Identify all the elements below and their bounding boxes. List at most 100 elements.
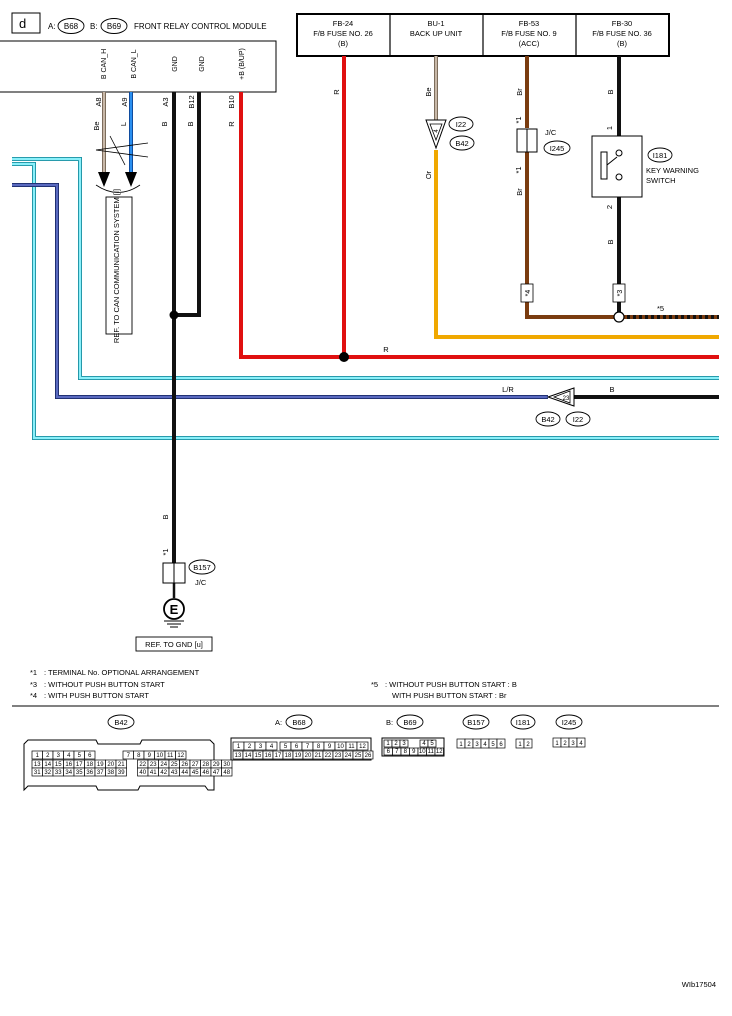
connector-pin-number: 23 <box>335 753 342 759</box>
connector-pin-number: 30 <box>223 762 230 768</box>
connector-pin-number: 12 <box>359 744 366 750</box>
connector-pin-number: 41 <box>150 770 157 776</box>
star1-label: *1 <box>514 166 523 173</box>
connector-pin-number: 2 <box>563 741 567 747</box>
connector-pin-number: 4 <box>483 742 487 748</box>
connector-pin-number: 43 <box>171 770 178 776</box>
connector-pin-number: 18 <box>285 753 292 759</box>
wire-navy-lr <box>12 183 548 399</box>
wire-color-b-b12: B <box>186 121 195 126</box>
connector-pin-cell <box>427 739 437 748</box>
star3-tag: *3 <box>617 290 624 297</box>
connector-pin-cell <box>434 747 444 756</box>
connector-pin-number: 12 <box>436 749 443 755</box>
connector-pin-number: 7 <box>395 749 399 755</box>
connector-pin-number: 3 <box>571 741 575 747</box>
connector-pin-number: 10 <box>156 753 163 759</box>
connector-pin-number: 48 <box>223 770 230 776</box>
wire-label-br-mid: Br <box>515 188 524 196</box>
note-3-text: : WITHOUT PUSH BUTTON START <box>44 680 165 689</box>
relay-module-label: A: B68 B: B69 FRONT RELAY CONTROL MODULE <box>48 18 267 34</box>
pin-4-label: 4 <box>434 129 440 133</box>
terminal-signal-gnd-2: GND <box>199 56 206 72</box>
wire-color-b-a3: B <box>160 121 169 126</box>
fuse-fb24-sub: (B) <box>338 39 349 48</box>
connector-pin-number: 31 <box>34 770 41 776</box>
connector-i22-b42-pin4: 4 I22 B42 <box>425 116 475 151</box>
note-4-text: : WITH PUSH BUTTON START <box>44 691 149 700</box>
section-tag: d <box>11 12 41 34</box>
connector-pin-number: 2 <box>394 741 398 747</box>
connector-pin-cell <box>115 767 127 777</box>
switch-pin-1: 1 <box>605 126 614 130</box>
connector-pin-number: 13 <box>34 762 41 768</box>
connector-pin-number: 24 <box>345 753 352 759</box>
arrow-down-icon <box>125 172 137 187</box>
splice-hollow <box>613 311 625 323</box>
connector-pin-number: 33 <box>55 770 62 776</box>
note-5-mark: *5 <box>371 680 378 689</box>
connector-pin-number: 2 <box>46 753 50 759</box>
conn-i22-label: I22 <box>456 120 466 129</box>
ground-joint-b157: *1 B157 J/C E REF. TO GND [u] <box>135 548 216 652</box>
wire-backup-or <box>434 150 719 339</box>
connector-pin-number: 14 <box>245 753 252 759</box>
jc-label-gnd: J/C <box>195 578 207 587</box>
connector-pin-number: 5 <box>78 753 82 759</box>
connector-pin-number: 26 <box>181 762 188 768</box>
star5-tag: *5 <box>657 304 664 313</box>
connector-pin-number: 6 <box>88 753 92 759</box>
connector-pin-number: 38 <box>107 770 114 776</box>
wire-label-br-top: Br <box>515 88 524 96</box>
connector-pin-number: 19 <box>295 753 302 759</box>
wire-label-b-top: B <box>606 89 615 94</box>
connector-pin-number: 1 <box>36 753 40 759</box>
jc-label: J/C <box>545 128 557 137</box>
conn-i181-label: I181 <box>653 151 668 160</box>
connector-pin-number: 6 <box>387 749 391 755</box>
connector-pin-number: 39 <box>118 770 125 776</box>
connector-pin-number: 5 <box>284 744 288 750</box>
connector-pin-number: 15 <box>55 762 62 768</box>
connector-pin-number: 3 <box>475 742 479 748</box>
view-i181-title: I181 <box>516 718 531 727</box>
connector-pin-number: 16 <box>65 762 72 768</box>
fuse-fb24-name: F/B FUSE NO. 26 <box>313 29 373 38</box>
connector-pin-number: 34 <box>65 770 72 776</box>
conn-i245-label: I245 <box>550 144 565 153</box>
conn-b42-label: B42 <box>455 139 468 148</box>
connector-pin-number: 35 <box>76 770 83 776</box>
connector-pin-number: 8 <box>137 753 141 759</box>
connector-pin-number: 6 <box>499 742 503 748</box>
connector-pin-number: 19 <box>97 762 104 768</box>
module-name: FRONT RELAY CONTROL MODULE <box>134 22 267 31</box>
pin-23-label: 23 <box>563 396 570 402</box>
connector-pin-number: 25 <box>355 753 362 759</box>
view-b68-prefix: A: <box>275 718 282 727</box>
connector-pin-number: 42 <box>160 770 167 776</box>
terminal-pin-a9: A9 <box>120 97 129 106</box>
note-5-text-2: WITH PUSH BUTTON START : Br <box>392 691 507 700</box>
connector-pin-cell <box>265 741 278 751</box>
connector-pin-number: 4 <box>422 741 426 747</box>
terminal-pin-a3: A3 <box>161 97 170 106</box>
terminal-signal-bup: +B (B/UP) <box>239 48 246 80</box>
connector-pin-number: 32 <box>44 770 51 776</box>
connector-pin-number: 2 <box>248 744 252 750</box>
splice-dot <box>339 352 349 362</box>
fuse-fb24-id: FB-24 <box>333 19 353 28</box>
terminal-pin-b12: B12 <box>187 95 196 108</box>
connector-pin-number: 4 <box>67 753 71 759</box>
conn-b-prefix: B: <box>90 22 98 31</box>
view-b42-title: B42 <box>114 718 127 727</box>
connector-pin-number: 11 <box>348 744 355 750</box>
conn-i22-label-2: I22 <box>573 415 583 424</box>
wire-label-b-mid: B <box>606 239 615 244</box>
switch-pin-2: 2 <box>605 205 614 209</box>
wire-color-labels: R Be Or Br Br B B R L/R B B <box>161 87 615 519</box>
connector-pin-number: 8 <box>404 749 408 755</box>
connector-pin-number: 3 <box>57 753 61 759</box>
wire-color-l: L <box>119 122 128 126</box>
conn-b157-label: B157 <box>193 563 211 572</box>
